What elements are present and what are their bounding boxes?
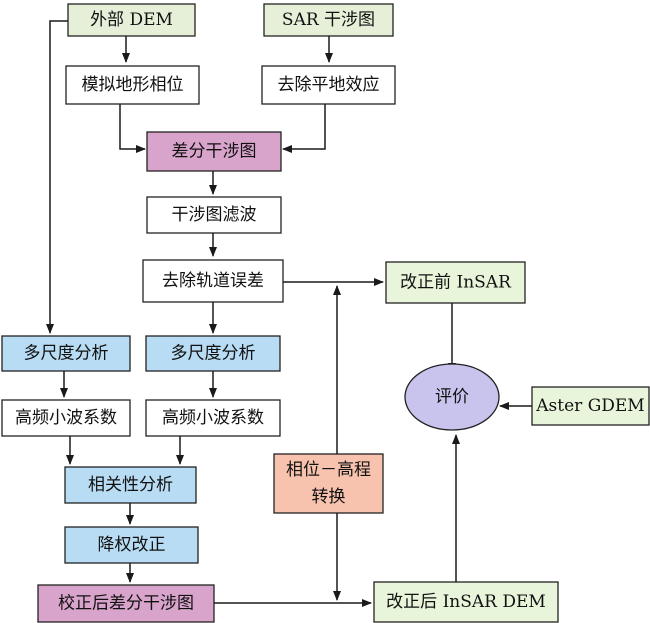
node-label: 外部 DEM — [90, 10, 173, 30]
node-label: 评价 — [435, 387, 469, 407]
edge-flat-to-diff — [282, 104, 326, 153]
node-label: 多尺度分析 — [171, 344, 256, 364]
node-label: 干涉图滤波 — [172, 205, 257, 225]
node-corrected-diff-interferogram: 校正后差分干涉图 — [37, 584, 215, 623]
node-remove-orbit-error: 去除轨道误差 — [142, 259, 284, 303]
node-aster-gdem: Aster GDEM — [531, 386, 650, 426]
node-diff-interferogram: 差分干涉图 — [146, 131, 282, 172]
node-label: 高频小波系数 — [15, 408, 117, 428]
node-label: 相位－高程 — [286, 460, 371, 480]
node-label: 改正后 InSAR DEM — [386, 592, 546, 612]
node-remove-flat-earth: 去除平地效应 — [261, 65, 396, 105]
node-external-dem: 外部 DEM — [67, 3, 196, 37]
node-label: 去除轨道误差 — [162, 271, 264, 291]
node-multiscale-mid: 多尺度分析 — [145, 335, 281, 372]
node-multiscale-left: 多尺度分析 — [1, 335, 131, 372]
node-hf-wavelet-left: 高频小波系数 — [1, 399, 131, 437]
node-label: 校正后差分干涉图 — [58, 594, 194, 614]
node-label: 模拟地形相位 — [82, 75, 184, 95]
node-label: 高频小波系数 — [162, 408, 264, 428]
node-simulate-topo-phase: 模拟地形相位 — [65, 65, 200, 105]
node-label: Aster GDEM — [535, 396, 644, 416]
node-label: 多尺度分析 — [24, 344, 109, 364]
edge-simulate-to-diff — [119, 104, 146, 153]
node-downweight-correction: 降权改正 — [64, 526, 199, 564]
node-insar-dem-after: 改正后 InSAR DEM — [373, 581, 559, 623]
edges — [46, 20, 532, 607]
node-label: 去除平地效应 — [278, 75, 380, 95]
node-correlation-analysis: 相关性分析 — [64, 466, 197, 504]
node-label: 差分干涉图 — [172, 142, 257, 162]
node-label: SAR 干涉图 — [282, 10, 375, 30]
node-phase-height: 相位－高程 转换 — [273, 453, 384, 514]
node-evaluation: 评价 — [404, 363, 500, 431]
node-hf-wavelet-mid: 高频小波系数 — [145, 399, 281, 437]
node-label: 相关性分析 — [88, 475, 173, 495]
node-insar-before: 改正前 InSAR — [385, 261, 526, 304]
node-label: 转换 — [312, 487, 346, 507]
node-sar-interferogram: SAR 干涉图 — [263, 3, 394, 37]
edge-dem-to-multiscale-left — [46, 20, 68, 334]
node-label: 降权改正 — [98, 535, 166, 555]
node-label: 改正前 InSAR — [400, 273, 512, 293]
node-interferogram-filter: 干涉图滤波 — [146, 196, 282, 234]
